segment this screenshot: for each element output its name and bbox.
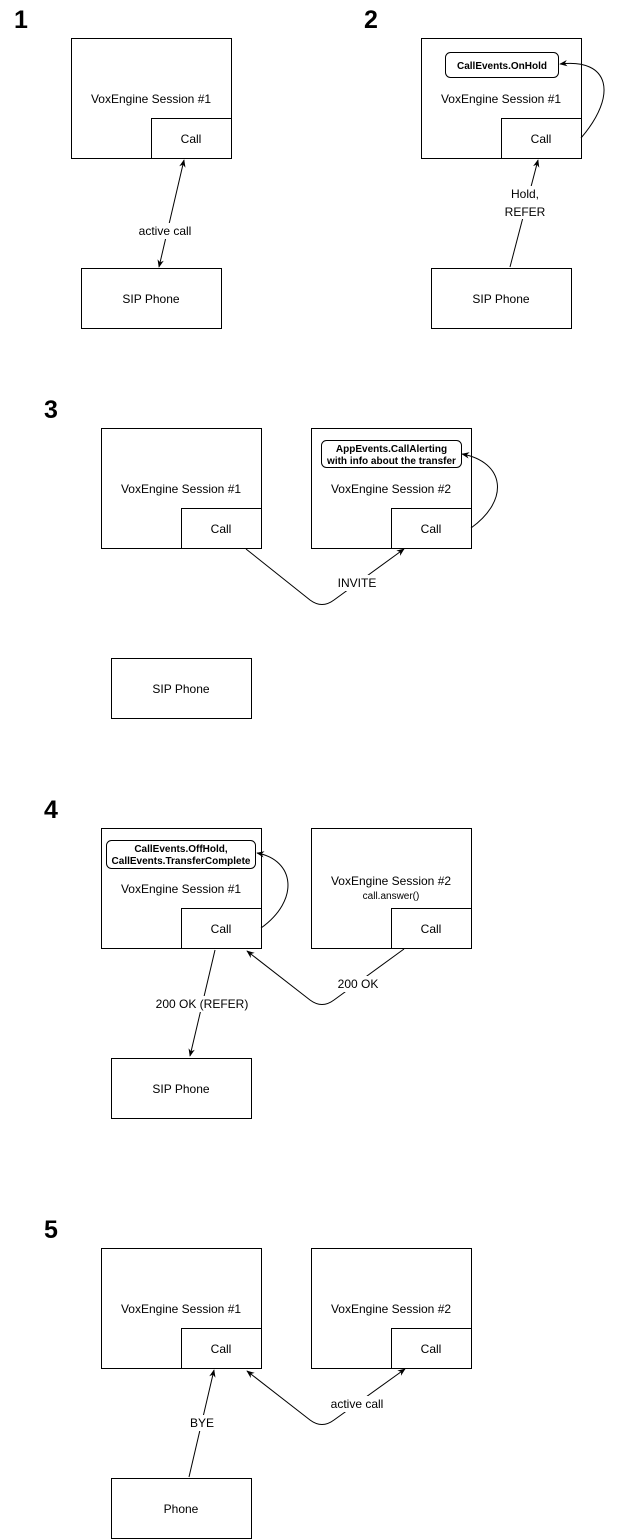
sip-phone-box: [111, 658, 252, 719]
edge-label-invite: INVITE: [338, 576, 377, 590]
event-box-off-hold: [106, 840, 256, 869]
active-call-edge: [246, 1368, 406, 1425]
step-1: 1 VoxEngine Session #1 Call SIP Phone ac…: [14, 6, 232, 329]
session-label: VoxEngine Session #2: [331, 1302, 451, 1316]
step-number: 1: [14, 6, 28, 34]
call-label: Call: [421, 522, 442, 536]
sip-phone-label: SIP Phone: [152, 1082, 209, 1096]
edge-label-ok-refer: 200 OK (REFER): [156, 997, 249, 1011]
edge-label-refer: REFER: [505, 205, 546, 219]
call-box: [501, 118, 582, 159]
session-label: VoxEngine Session #2: [331, 482, 451, 496]
sip-phone-box: [81, 268, 222, 329]
sip-phone-label: SIP Phone: [122, 292, 179, 306]
call-box: [181, 508, 262, 549]
session-label: VoxEngine Session #2: [331, 874, 451, 888]
call-label: Call: [211, 922, 232, 936]
step-number: 2: [364, 6, 378, 34]
event-label-transfer-complete: CallEvents.TransferComplete: [112, 856, 251, 867]
call-label: Call: [421, 1342, 442, 1356]
event-label-transfer-info: with info about the transfer: [326, 456, 456, 467]
call-answer-label: call.answer(): [363, 891, 420, 902]
on-hold-event-arrow: [559, 59, 605, 139]
phone-label: Phone: [164, 1502, 199, 1516]
event-box-on-hold: [445, 52, 559, 78]
sip-phone-label: SIP Phone: [472, 292, 529, 306]
edge-label-active-call: active call: [331, 1397, 384, 1411]
call-label: Call: [211, 1342, 232, 1356]
event-label-on-hold: CallEvents.OnHold: [457, 61, 547, 72]
call-alerting-event-arrow: [461, 452, 498, 529]
call-label: Call: [421, 922, 442, 936]
event-label-off-hold: CallEvents.OffHold,: [134, 844, 228, 855]
edge-label-bye: BYE: [190, 1416, 214, 1430]
step-3: 3 VoxEngine Session #1 Call VoxEngine Se…: [44, 396, 498, 719]
step-number: 4: [44, 796, 58, 824]
edge-label-hold: Hold,: [511, 187, 539, 201]
call-box: [151, 118, 232, 159]
call-box: [181, 908, 262, 949]
step-5: 5 VoxEngine Session #1 Call VoxEngine Se…: [44, 1216, 472, 1539]
edge-label-active-call: active call: [139, 224, 192, 238]
call-box: [181, 1328, 262, 1369]
step-number: 3: [44, 396, 58, 424]
invite-edge: [245, 548, 405, 605]
session-label: VoxEngine Session #1: [91, 92, 211, 106]
sip-phone-box: [431, 268, 572, 329]
step-number: 5: [44, 1216, 58, 1244]
call-label: Call: [211, 522, 232, 536]
call-box: [391, 908, 472, 949]
session-label: VoxEngine Session #1: [121, 482, 241, 496]
step-4: 4 VoxEngine Session #1 Call CallEvents.O…: [44, 796, 472, 1119]
step-2: 2 VoxEngine Session #1 Call CallEvents.O…: [364, 6, 605, 329]
edge-label-ok: 200 OK: [338, 977, 379, 991]
call-label: Call: [181, 132, 202, 146]
session-label: VoxEngine Session #1: [121, 1302, 241, 1316]
transfer-complete-event-arrow: [256, 851, 289, 929]
active-call-edge: [157, 159, 186, 268]
sip-phone-label: SIP Phone: [152, 682, 209, 696]
session-label: VoxEngine Session #1: [441, 92, 561, 106]
sip-phone-box: [111, 1058, 252, 1119]
event-label-call-alerting: AppEvents.CallAlerting: [336, 444, 447, 455]
session-label: VoxEngine Session #1: [121, 882, 241, 896]
phone-box: [111, 1478, 252, 1539]
call-label: Call: [531, 132, 552, 146]
call-box: [391, 1328, 472, 1369]
ok-edge: [246, 948, 405, 1005]
call-box: [391, 508, 472, 549]
